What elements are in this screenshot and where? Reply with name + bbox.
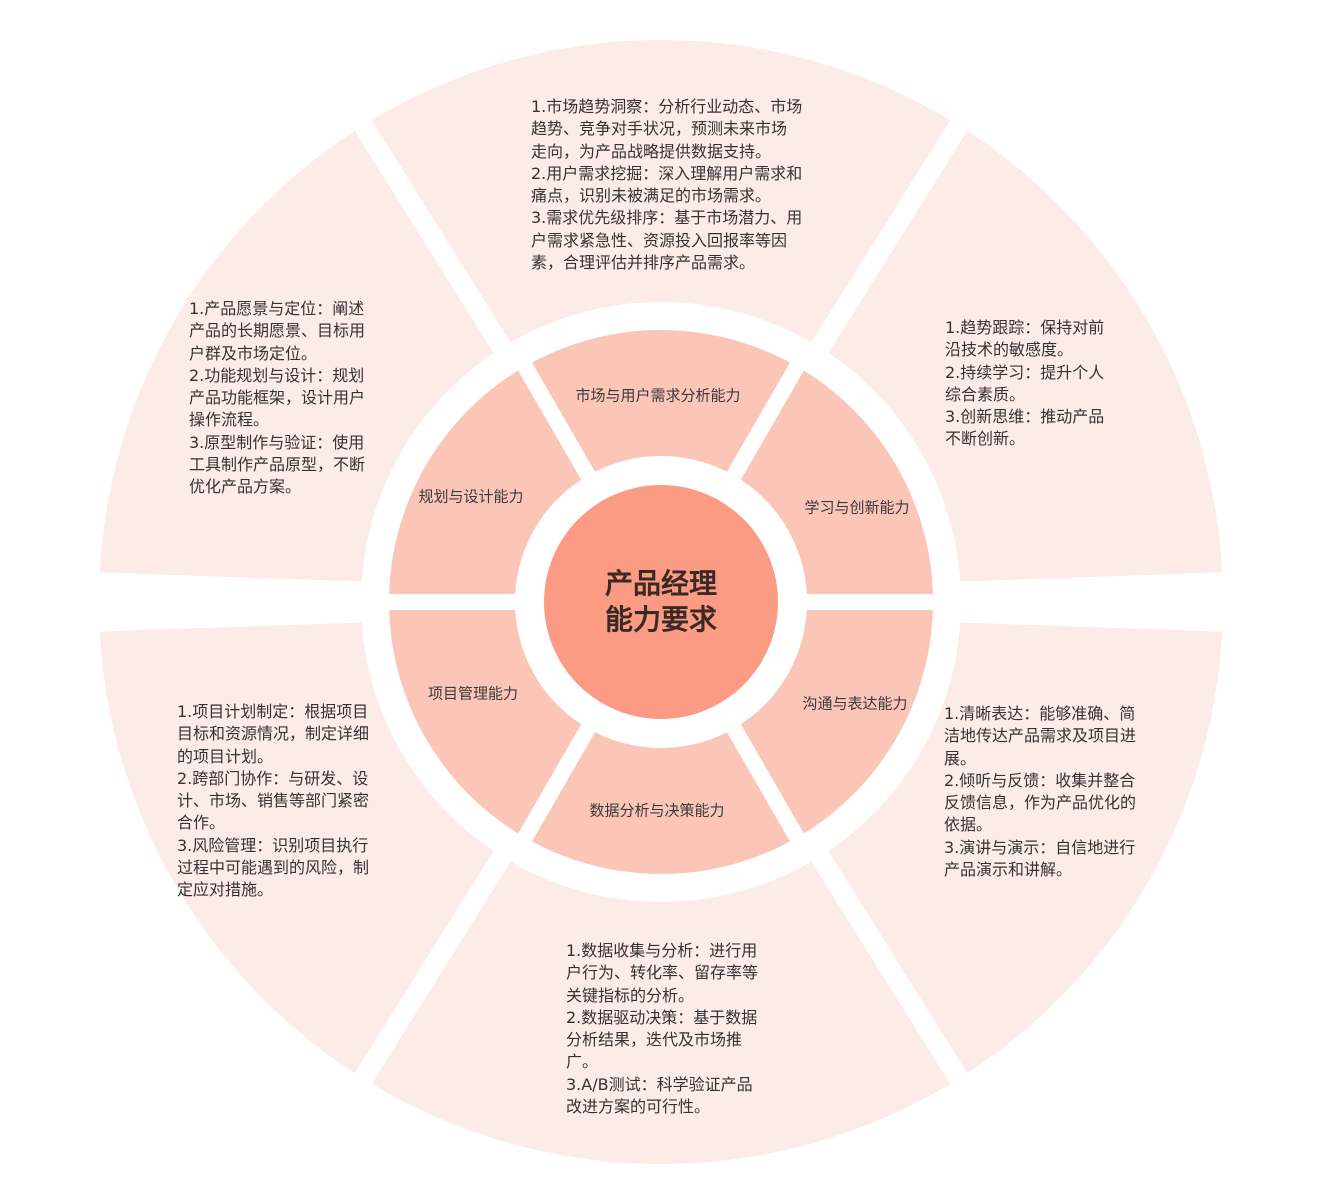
center-title-line-1: 产品经理 (604, 567, 718, 600)
detail-line: 3.风险管理：识别项目执行 (177, 835, 369, 855)
inner-segment-planning-design (389, 370, 582, 594)
inner-segment-communication (740, 610, 933, 834)
detail-text-data-analysis: 1.数据收集与分析：进行用户行为、转化率、留存率等关键指标的分析。2.数据驱动决… (566, 940, 758, 1118)
detail-line: 2.数据驱动决策：基于数据 (566, 1007, 758, 1027)
detail-line: 趋势、竞争对手状况，预测未来市场 (531, 119, 788, 139)
detail-line: 3.需求优先级排序：基于市场潜力、用 (531, 208, 803, 228)
detail-line: 综合素质。 (945, 384, 1026, 404)
detail-text-project-management: 1.项目计划制定：根据项目目标和资源情况，制定详细的项目计划。2.跨部门协作：与… (177, 701, 369, 902)
detail-line: 2.功能规划与设计：规划 (189, 365, 365, 385)
detail-line: 走向，为产品战略提供数据支持。 (531, 141, 772, 161)
outer-segment-project-management (99, 622, 494, 1074)
category-label-learning: 学习与创新能力 (804, 498, 910, 517)
category-label-market: 市场与用户需求分析能力 (575, 386, 741, 405)
outer-ring (99, 39, 1223, 1165)
detail-text-learning: 1.趋势跟踪：保持对前沿技术的敏感度。2.持续学习：提升个人综合素质。 3.创新思… (945, 317, 1104, 451)
detail-line: 3.A/B测试：科学验证产品 (566, 1074, 753, 1094)
detail-line: 1.趋势跟踪：保持对前 (945, 318, 1105, 337)
outer-segment-market (371, 39, 951, 343)
detail-line: 产品演示和讲解。 (944, 860, 1073, 880)
detail-line: 1.清晰表达：能够准确、简 (944, 704, 1136, 723)
detail-line: 2.用户需求挖掘：深入理解用户需求和 (531, 163, 803, 183)
detail-line: 洁地传达产品需求及项目进 (944, 726, 1137, 746)
detail-line: 产品功能框架，设计用户 (189, 388, 366, 408)
detail-line: 展。 (944, 748, 977, 768)
inner-segment-project-management (389, 610, 582, 834)
detail-line: 改进方案的可行性。 (566, 1097, 711, 1117)
category-label-project-management: 项目管理能力 (427, 684, 519, 703)
category-label-communication: 沟通与表达能力 (802, 694, 908, 713)
outer-segment-communication (828, 622, 1223, 1074)
outer-segment-data-analysis (371, 861, 951, 1165)
detail-line: 2.持续学习：提升个人 (945, 362, 1105, 382)
inner-segment-learning (740, 370, 933, 594)
detail-line: 1.项目计划制定：根据项目 (177, 702, 369, 721)
detail-line: 分析结果，迭代及市场推 (566, 1030, 743, 1050)
center-title: 产品经理 能力要求 (605, 566, 717, 638)
detail-text-market: 1.市场趋势洞察：分析行业动态、市场趋势、竞争对手状况，预测未来市场走向，为产品… (531, 96, 802, 274)
detail-line: 素，合理评估并排序产品需求。 (531, 253, 756, 273)
detail-line: 痛点，识别未被满足的市场需求。 (531, 186, 772, 206)
detail-line: 合作。 (177, 813, 226, 833)
detail-line: 2.跨部门协作：与研发、设 (177, 768, 369, 788)
detail-text-communication: 1.清晰表达：能够准确、简洁地传达产品需求及项目进展。2.倾听与反馈：收集并整合… (944, 703, 1136, 881)
detail-line: 依据。 (944, 815, 993, 835)
detail-line: 1.市场趋势洞察：分析行业动态、市场 (531, 97, 803, 116)
detail-line: 优化产品方案。 (189, 477, 302, 497)
detail-line: 3.原型制作与验证：使用 (189, 432, 365, 452)
detail-line: 不断创新。 (945, 429, 1026, 449)
detail-line: 1.产品愿景与定位：阐述 (189, 299, 365, 318)
detail-line: 户行为、转化率、留存率等 (566, 963, 759, 983)
category-label-planning-design: 规划与设计能力 (418, 487, 524, 506)
detail-line: 定应对措施。 (177, 880, 274, 900)
detail-line: 户群及市场定位。 (189, 343, 318, 363)
detail-line: 目标和资源情况，制定详细 (177, 724, 370, 744)
detail-line: 产品的长期愿景、目标用 (189, 321, 366, 341)
detail-line: 工具制作产品原型，不断 (189, 455, 366, 475)
detail-line: 的项目计划。 (177, 746, 274, 766)
center-title-line-2: 能力要求 (604, 603, 718, 636)
detail-line: 操作流程。 (189, 410, 270, 430)
detail-line: 反馈信息，作为产品优化的 (944, 793, 1137, 813)
category-label-data-analysis: 数据分析与决策能力 (589, 801, 725, 820)
detail-line: 广。 (566, 1052, 599, 1072)
detail-line: 关键指标的分析。 (566, 985, 695, 1005)
detail-line: 计、市场、销售等部门紧密 (177, 791, 370, 811)
inner-segment-market (531, 329, 791, 472)
detail-line: 沿技术的敏感度。 (945, 340, 1074, 360)
detail-text-planning-design: 1.产品愿景与定位：阐述产品的长期愿景、目标用户群及市场定位。2.功能规划与设计… (189, 298, 365, 499)
detail-line: 过程中可能遇到的风险，制 (177, 858, 370, 878)
detail-line: 1.数据收集与分析：进行用 (566, 941, 758, 960)
detail-line: 3.创新思维：推动产品 (945, 407, 1105, 427)
outer-segment-planning-design (99, 130, 494, 582)
inner-ring (389, 329, 933, 875)
detail-line: 2.倾听与反馈：收集并整合 (944, 770, 1136, 790)
detail-line: 3.演讲与演示：自信地进行 (944, 837, 1136, 857)
outer-segment-learning (828, 130, 1223, 582)
center-circle (544, 485, 778, 719)
detail-line: 户需求紧急性、资源投入回报率等因 (531, 230, 788, 250)
inner-segment-data-analysis (531, 732, 791, 875)
